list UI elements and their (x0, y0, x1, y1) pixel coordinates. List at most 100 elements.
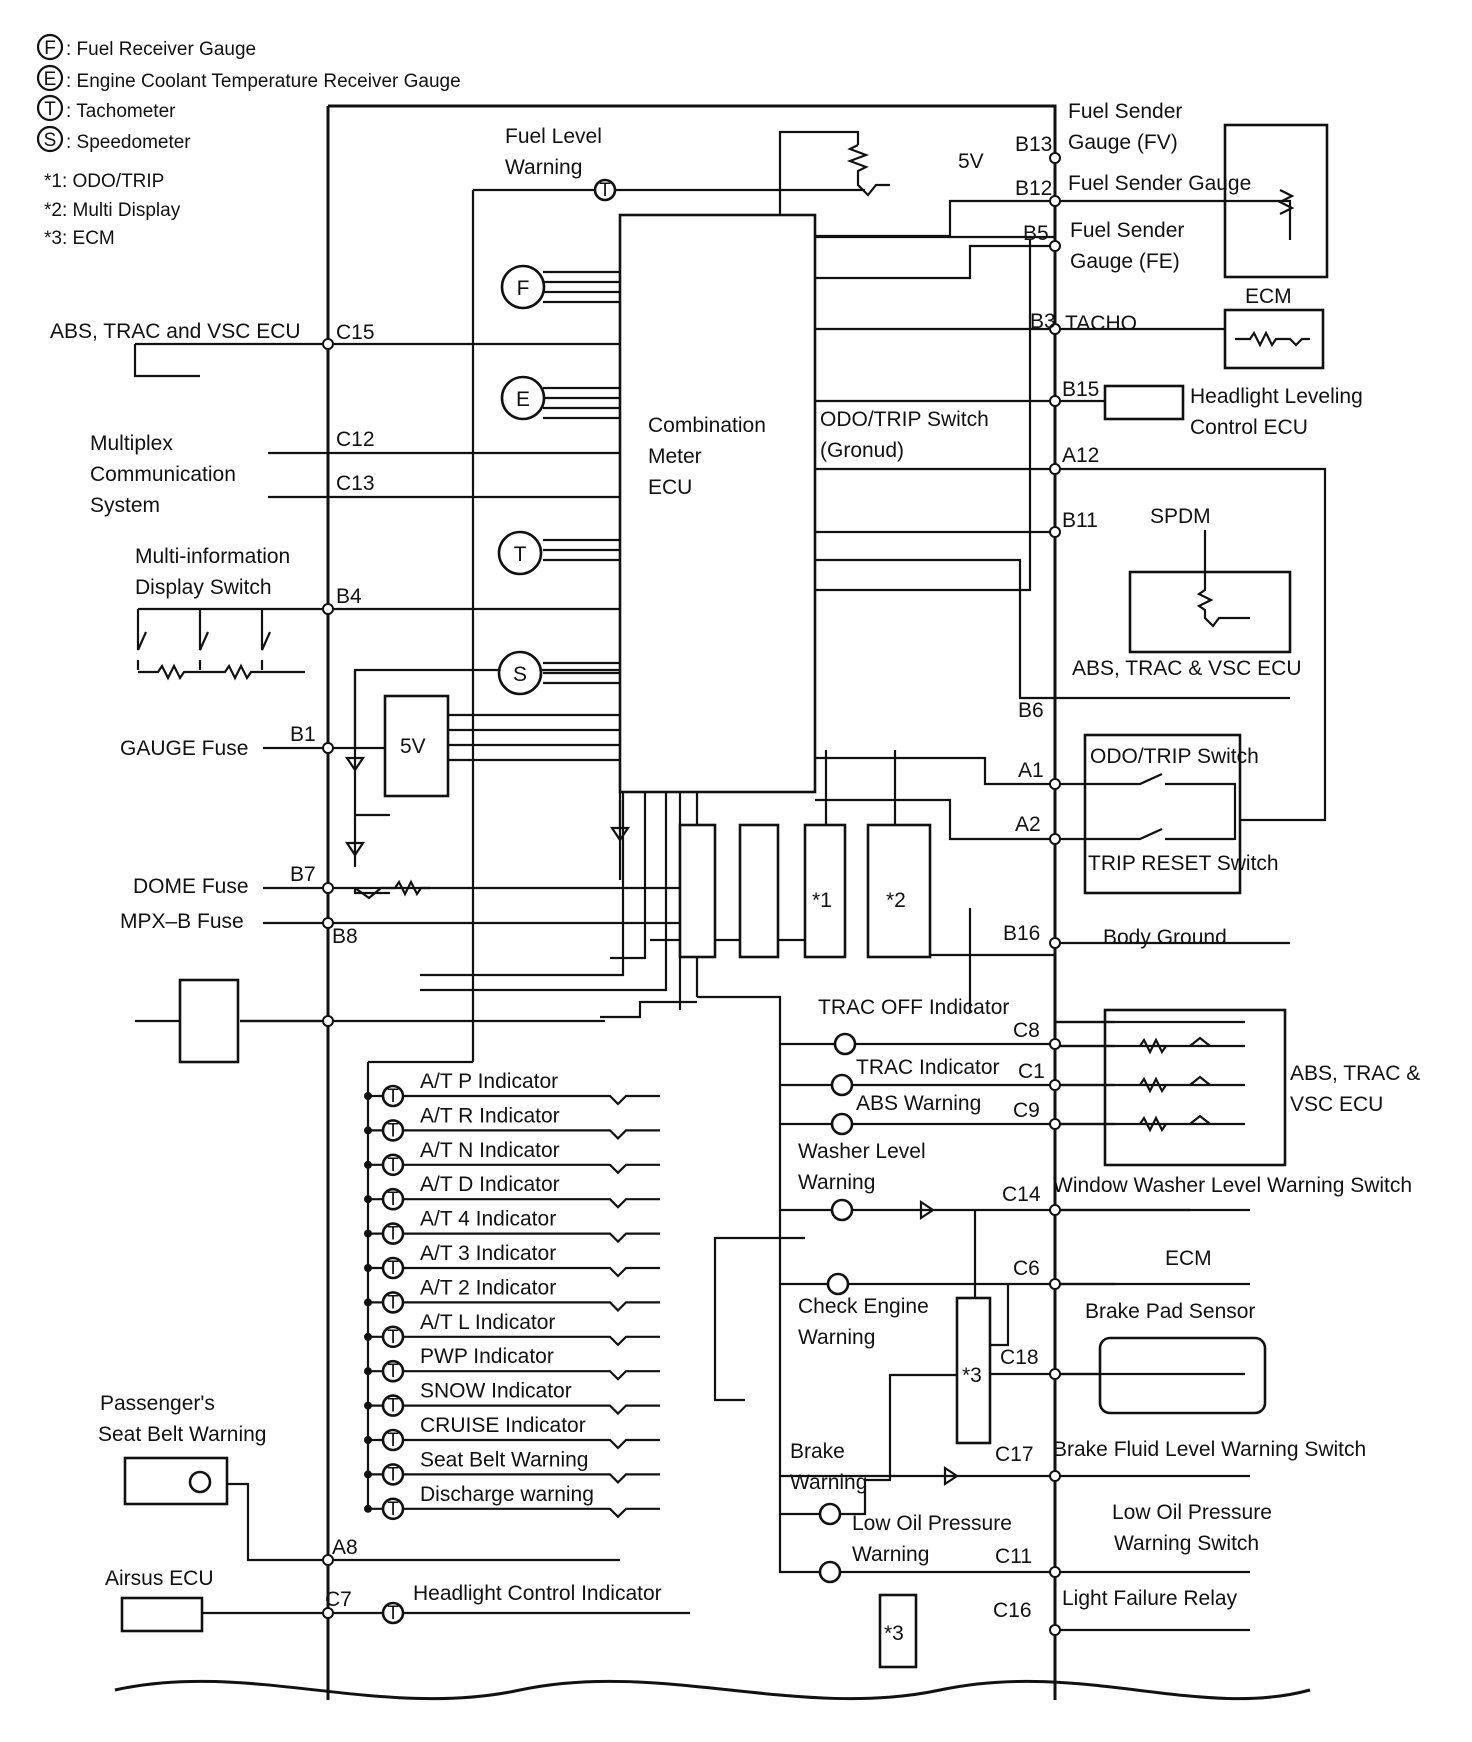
svg-text:ECM: ECM (1165, 1247, 1212, 1270)
indicator-lamp-icon (381, 1256, 405, 1280)
svg-text:Light Failure Relay: Light Failure Relay (1062, 1587, 1238, 1610)
legend-fuel-receiver: F : Fuel Receiver Gauge (36, 33, 256, 61)
svg-text:ECU: ECU (648, 476, 692, 499)
indicator-lamp-symbol: T (387, 1464, 399, 1485)
svg-text:B13: B13 (1015, 133, 1052, 156)
indicator-row: T A/T D Indicator (364, 1173, 660, 1211)
bottom-break-line (114, 1679, 1311, 1701)
indicator-lamp-icon (381, 1153, 405, 1177)
svg-text:T: T (599, 180, 611, 201)
indicator-lamp-symbol: T (387, 1327, 399, 1348)
svg-text:TRAC Indicator: TRAC Indicator (856, 1056, 1000, 1079)
svg-text:T: T (514, 543, 527, 566)
svg-text:F: F (517, 277, 530, 300)
indicator-row: TA/T 3 Indicator (364, 1242, 660, 1280)
svg-text:MPX–B Fuse: MPX–B Fuse (120, 910, 244, 933)
svg-text:ABS Warning: ABS Warning (856, 1092, 981, 1115)
fuel-level-lamp: T (593, 178, 617, 202)
svg-text:Warning: Warning (505, 156, 582, 179)
svg-text:C18: C18 (1000, 1346, 1039, 1369)
passenger-seatbelt-box (123, 1456, 229, 1506)
svg-text:Fuel Level: Fuel Level (505, 125, 602, 148)
svg-text:ODO/TRIP Switch: ODO/TRIP Switch (820, 408, 989, 431)
svg-text:C11: C11 (995, 1545, 1032, 1568)
svg-text:*2: *2 (886, 889, 906, 912)
indicator-lamp-symbol: T (387, 1258, 399, 1279)
indicator-lamp-icon (381, 1119, 405, 1142)
svg-text:: Speedometer: : Speedometer (66, 132, 191, 153)
svg-text:B16: B16 (1003, 922, 1040, 945)
svg-text:ECM: ECM (1245, 285, 1292, 308)
svg-text:GAUGE Fuse: GAUGE Fuse (120, 737, 248, 760)
svg-text:C13: C13 (336, 472, 375, 495)
svg-text:B3: B3 (1030, 310, 1056, 333)
terminal-labels: C15 C12 C13 B4 B1 B7 B8 A8 C7 B13 B12 B5… (290, 133, 1099, 1622)
svg-text:B7: B7 (290, 863, 316, 886)
svg-text:B8: B8 (332, 925, 358, 948)
svg-text:TRAC OFF Indicator: TRAC OFF Indicator (818, 996, 1009, 1019)
module-ecm-bottom: *3 (878, 1593, 918, 1669)
indicator-label: A/T D Indicator (420, 1173, 560, 1196)
svg-text:C14: C14 (1002, 1183, 1041, 1206)
svg-text:Passenger's: Passenger's (100, 1392, 215, 1415)
indicator-lamp-symbol: T (387, 1189, 399, 1210)
left-labels: ABS, TRAC and VSC ECU Multiplex Communic… (50, 125, 602, 1590)
svg-text:Check Engine: Check Engine (798, 1295, 929, 1318)
svg-text:TRIP RESET Switch: TRIP RESET Switch (1088, 852, 1279, 875)
svg-text:Brake Fluid Level Warning Swit: Brake Fluid Level Warning Switch (1053, 1438, 1366, 1461)
indicator-lamp-icon (381, 1084, 405, 1108)
svg-text:Fuel Sender: Fuel Sender (1070, 219, 1184, 242)
fuel-level-resistor (846, 144, 890, 197)
svg-text:: Engine Coolant Temperature R: : Engine Coolant Temperature Receiver Ga… (66, 71, 461, 92)
svg-text:Airsus ECU: Airsus ECU (105, 1567, 214, 1590)
svg-text:A2: A2 (1015, 813, 1041, 836)
trac-resistors (1139, 1036, 1211, 1133)
indicator-lamp-icon (381, 1359, 405, 1383)
svg-text:Multi-information: Multi-information (135, 545, 290, 568)
indicator-lamp-icon (381, 1187, 405, 1211)
indicator-label: Seat Belt Warning (420, 1448, 588, 1471)
svg-text:ABS, TRAC &: ABS, TRAC & (1290, 1062, 1420, 1085)
airsus-box (120, 1596, 204, 1633)
svg-text:B4: B4 (336, 585, 362, 608)
indicator-lamp-icon (381, 1497, 405, 1521)
svg-text:*3: *3 (962, 1364, 982, 1387)
svg-text:B5: B5 (1023, 222, 1049, 245)
indicator-row: TA/T P Indicator (364, 1070, 660, 1108)
svg-text:5V: 5V (400, 735, 426, 758)
svg-text:C12: C12 (336, 428, 375, 451)
svg-text:B15: B15 (1062, 378, 1099, 401)
svg-text:Brake: Brake (790, 1440, 845, 1463)
indicator-row: TA/T 2 Indicator (364, 1276, 660, 1314)
svg-text:B11: B11 (1062, 509, 1098, 532)
svg-text:Washer Level: Washer Level (798, 1140, 926, 1163)
indicator-label: CRUISE Indicator (420, 1414, 586, 1437)
svg-text:C9: C9 (1013, 1099, 1040, 1122)
svg-text:T: T (387, 1603, 399, 1624)
multi-info-switch (136, 609, 305, 681)
svg-text:C1: C1 (1018, 1060, 1045, 1083)
svg-text:Warning: Warning (852, 1543, 929, 1566)
diodes (344, 756, 959, 1487)
indicator-row: TA/T L Indicator (364, 1311, 660, 1349)
svg-text:Headlight Leveling: Headlight Leveling (1190, 385, 1363, 408)
svg-text:A8: A8 (332, 1536, 358, 1559)
ecm-top-box (1223, 308, 1325, 370)
module-odo-trip: *1 (803, 823, 847, 959)
svg-text:E: E (516, 388, 530, 411)
five-volt-regulator: 5V (383, 694, 450, 798)
fuel-sender-box (1223, 123, 1329, 279)
svg-text:System: System (90, 494, 160, 517)
spdm-box (1128, 530, 1292, 654)
indicator-lamp-symbol: T (387, 1120, 399, 1141)
svg-text:SPDM: SPDM (1150, 505, 1211, 528)
svg-text:S: S (513, 663, 527, 686)
warning-lamps (188, 1032, 857, 1584)
svg-text:Low Oil Pressure: Low Oil Pressure (852, 1512, 1012, 1535)
svg-text:C7: C7 (325, 1588, 352, 1611)
indicator-lamp-symbol: T (387, 1292, 399, 1313)
svg-text:Multiplex: Multiplex (90, 432, 173, 455)
